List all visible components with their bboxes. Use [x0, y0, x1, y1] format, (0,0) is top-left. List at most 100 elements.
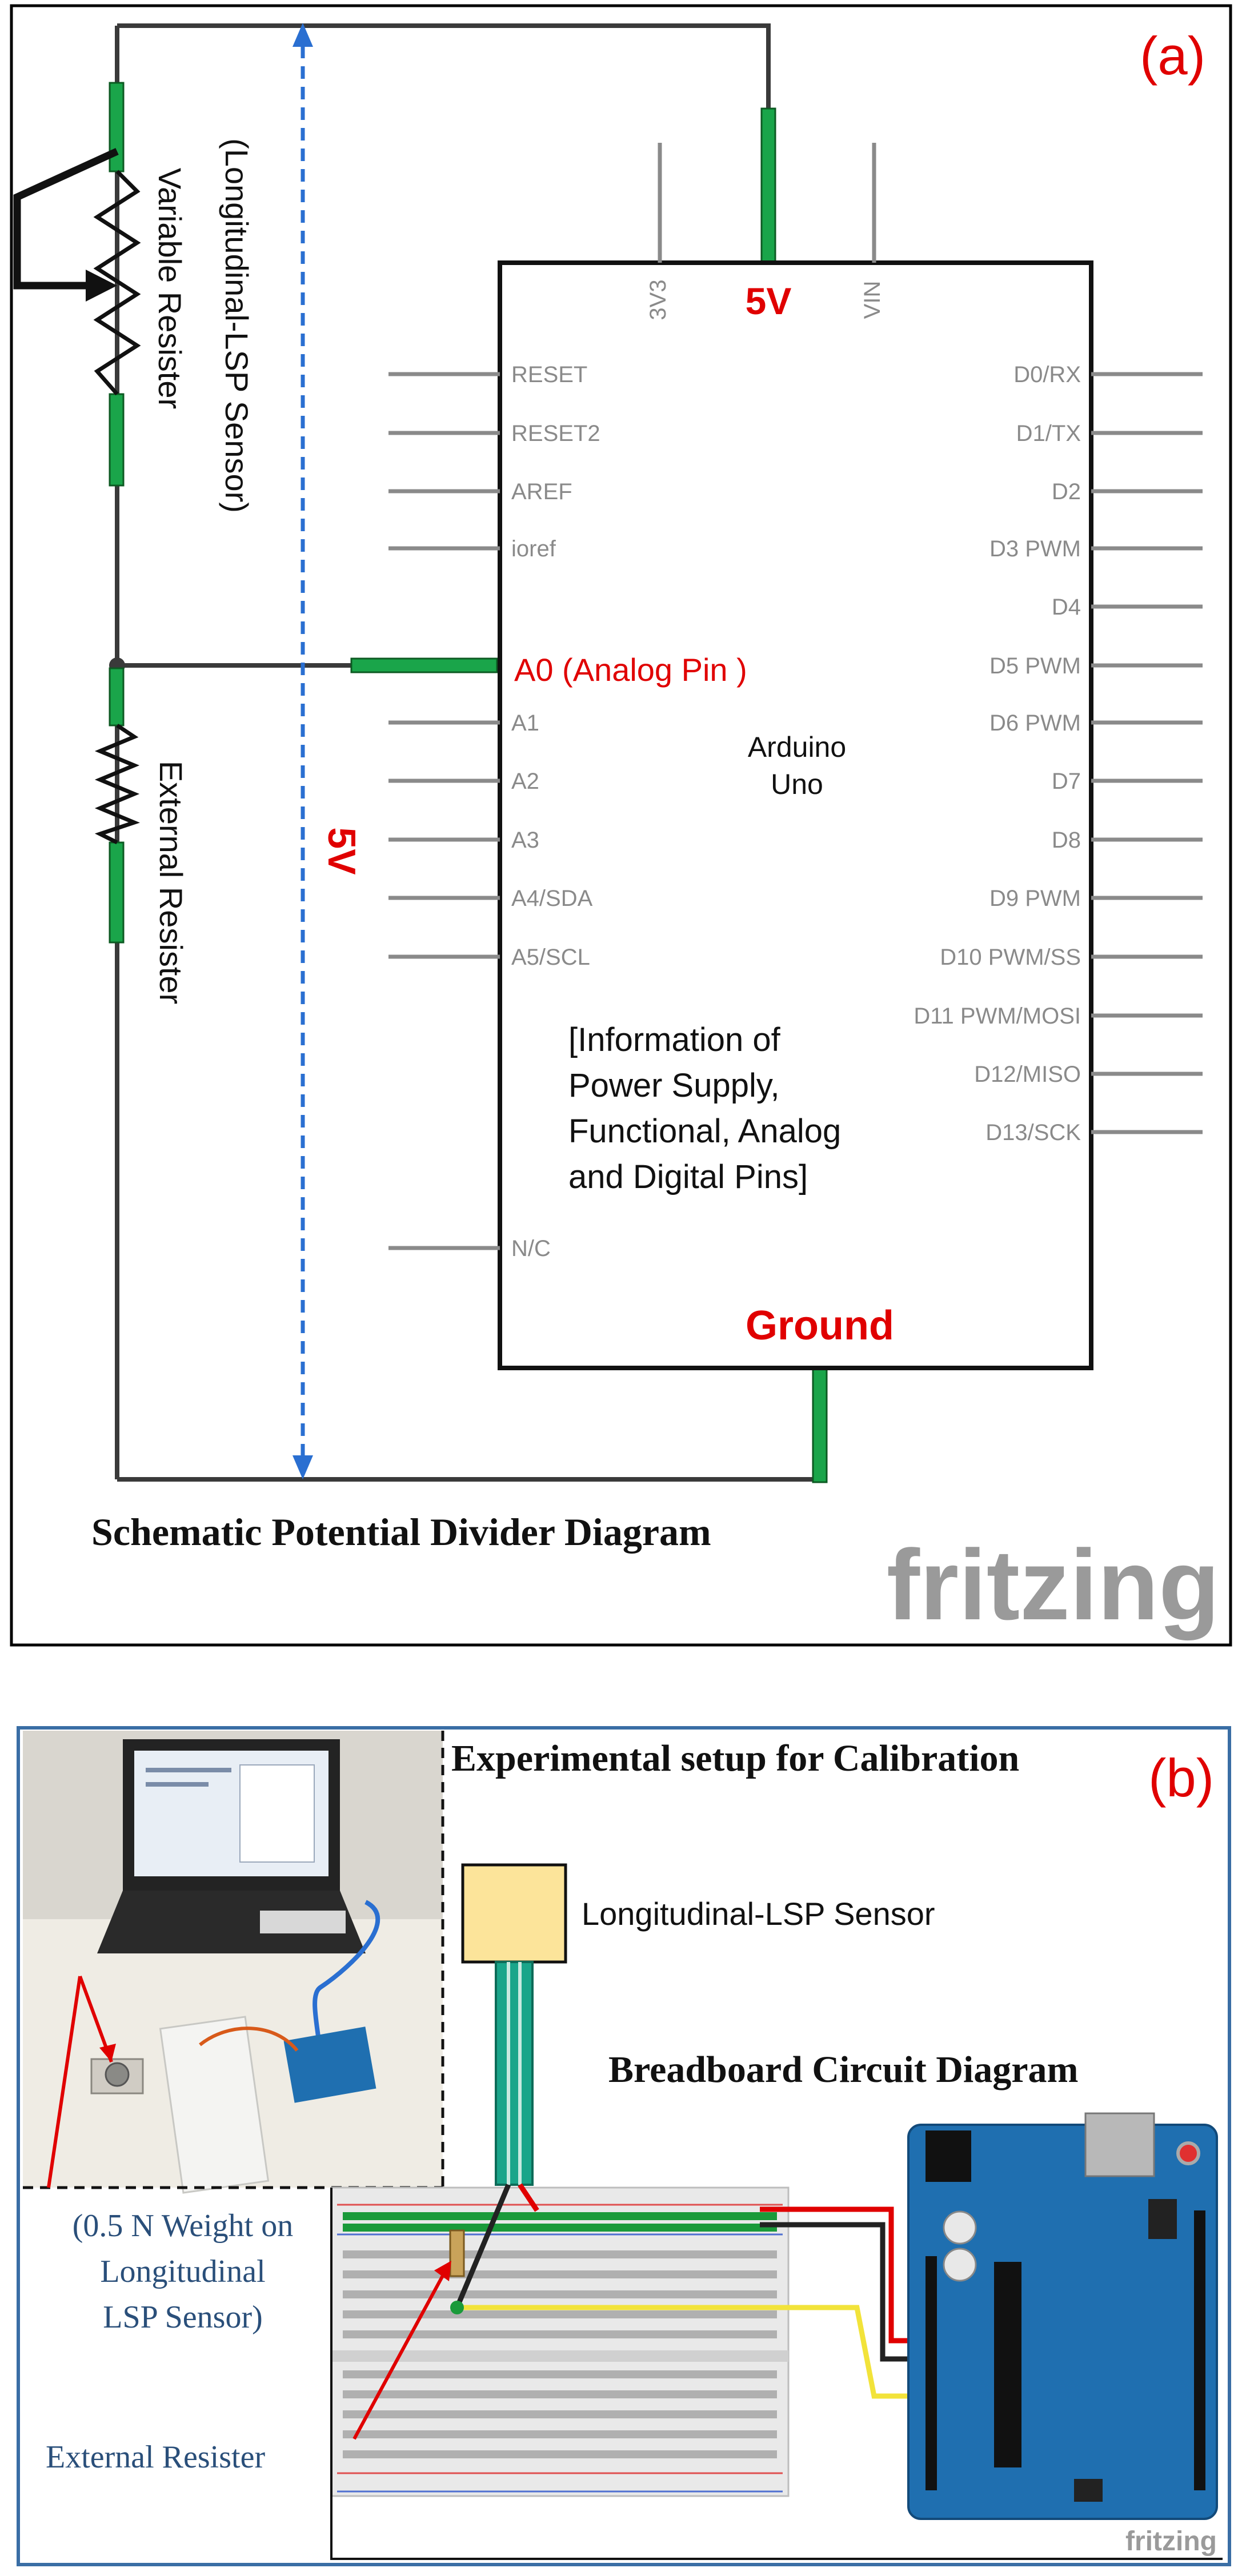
- panel-b-tag: (b): [1148, 1748, 1214, 1808]
- left-pin-label: N/C: [511, 1236, 551, 1261]
- top-pin-label: 3V3: [646, 279, 671, 320]
- capacitor-icon: [943, 2210, 977, 2245]
- right-pin-label: D13/SCK: [985, 1120, 1081, 1145]
- left-pin-label: A1: [511, 711, 539, 736]
- top-pin-label-5v: 5V: [746, 280, 792, 322]
- usb-cable: [312, 1900, 380, 2057]
- power-jack: [926, 2130, 971, 2182]
- screen-text-line: [146, 1768, 231, 1772]
- capacitor-icon: [943, 2248, 977, 2282]
- panel-a: (a) 5V (Longitudina: [10, 4, 1232, 1647]
- hole-row: [343, 2370, 777, 2378]
- lsp-sensor-tail: [495, 1961, 534, 2186]
- wire-a0-yellow: [457, 2305, 926, 2399]
- junction-dot: [450, 2301, 464, 2314]
- left-pin-labels: RESET RESET2 AREF ioref A1 A2 A3 A4/SDA …: [511, 362, 600, 1261]
- arrowhead-icon: [99, 2044, 116, 2062]
- info-text-block: [Information of Power Supply, Functional…: [568, 1021, 841, 1195]
- hole-row: [343, 2250, 777, 2258]
- hole-row: [343, 2270, 777, 2278]
- left-pin-label: RESET2: [511, 421, 600, 446]
- ground-label: Ground: [746, 1303, 894, 1349]
- voltage-arrow-up-icon: [293, 23, 313, 47]
- arduino-pcb: [907, 2124, 1218, 2520]
- screen-text-line: [146, 1782, 209, 1787]
- left-pin-label: A3: [511, 828, 539, 853]
- right-pin-label: D9 PWM: [989, 886, 1081, 911]
- right-pin-label: D8: [1052, 828, 1081, 853]
- voltage-arrow-down-icon: [293, 1455, 313, 1479]
- hole-row: [343, 2330, 777, 2338]
- right-pin-label: D3 PWM: [989, 536, 1081, 561]
- left-header: [926, 2256, 937, 2490]
- 5v-pin-marker: [760, 107, 776, 267]
- info-text-line: and Digital Pins]: [568, 1158, 808, 1195]
- weight-pointer-line: [47, 1976, 82, 2188]
- right-pin-label: D4: [1052, 595, 1081, 620]
- microcontroller-chip: [994, 2262, 1021, 2467]
- resistor-pointer-arrow: [352, 2269, 447, 2440]
- right-pin-label: D5 PWM: [989, 653, 1081, 679]
- breadboard-center-channel: [331, 2350, 788, 2362]
- breadboard: [330, 2186, 790, 2497]
- sensor-top-marker: [109, 82, 125, 172]
- fritzing-logo-small: fritzing: [1125, 2526, 1217, 2557]
- top-wire: [117, 23, 771, 114]
- circuit-wires: [115, 23, 820, 1482]
- rail-holes-row: [343, 2224, 777, 2232]
- wire-gnd-black: [760, 2222, 926, 2362]
- right-pin-label: D2: [1052, 479, 1081, 504]
- external-resistor-symbol: [94, 724, 140, 845]
- breadboard-resistor: [449, 2229, 465, 2277]
- ground-pin-marker: [812, 1364, 828, 1483]
- left-pin-label: A4/SDA: [511, 886, 593, 911]
- reset-button-icon: [1176, 2141, 1200, 2165]
- breadboard-inner-frame: [330, 2188, 1223, 2560]
- right-pin-label: D6 PWM: [989, 711, 1081, 736]
- right-pin-labels: D0/RX D1/TX D2 D3 PWM D4 D5 PWM D6 PWM D…: [914, 362, 1081, 1145]
- lsp-sensor-pad: [461, 1863, 567, 1964]
- fritzing-logo-large: fritzing: [887, 1530, 1220, 1641]
- photo-breadboard: [159, 2016, 270, 2194]
- info-text-line: Functional, Analog: [568, 1113, 841, 1150]
- rail-holes-row: [343, 2212, 777, 2220]
- external-resister-label: External Resister: [153, 761, 189, 1004]
- wiper-arrow-icon: [86, 270, 117, 302]
- screen-window: [239, 1764, 315, 1863]
- sensor-bottom-marker: [109, 393, 125, 487]
- laptop-sticker: [260, 1911, 346, 1933]
- right-pin-label: D7: [1052, 769, 1081, 794]
- weight-note-line: (0.5 N Weight on: [73, 2208, 293, 2244]
- laptop-keyboard: [97, 1891, 366, 1953]
- weight-note-line: Longitudinal: [100, 2254, 265, 2289]
- weight-note: (0.5 N Weight on Longitudinal LSP Sensor…: [73, 2208, 293, 2335]
- hole-row: [343, 2410, 777, 2418]
- right-header: [1194, 2210, 1205, 2490]
- panel-a-caption: Schematic Potential Divider Diagram: [91, 1510, 711, 1554]
- hole-row: [343, 2310, 777, 2318]
- arduino-schematic-box: [498, 260, 1093, 1370]
- hole-row: [343, 2290, 777, 2298]
- board-name-line: Arduino: [748, 731, 846, 763]
- sensor-label-longitudinal: (Longitudinal-LSP Sensor): [219, 138, 255, 513]
- lsp-sensor-label: Longitudinal-LSP Sensor: [582, 1896, 935, 1932]
- a0-pin-marker: [350, 657, 498, 673]
- left-pin-lines: [388, 372, 500, 1250]
- vertical-voltage-label: 5V: [320, 827, 363, 874]
- right-pin-label: D10 PWM/SS: [940, 945, 1081, 970]
- left-pin-label: AREF: [511, 479, 572, 504]
- board-name-line: Uno: [771, 768, 823, 800]
- experimental-photo: [23, 1731, 444, 2194]
- a0-analog-pin-label: A0 (Analog Pin ): [514, 652, 747, 688]
- panel-b: (b) Experimental setup for Calibration: [17, 1726, 1231, 2566]
- info-text-line: [Information of: [568, 1021, 781, 1058]
- top-pin-lines: [658, 143, 876, 263]
- left-pin-label: A2: [511, 769, 539, 794]
- hole-row: [343, 2450, 777, 2458]
- variable-resistor-symbol: [93, 170, 141, 396]
- hole-row: [343, 2430, 777, 2438]
- external-top-marker: [109, 667, 125, 727]
- right-pin-label: D1/TX: [1016, 421, 1081, 446]
- right-pin-lines: [1091, 372, 1203, 1134]
